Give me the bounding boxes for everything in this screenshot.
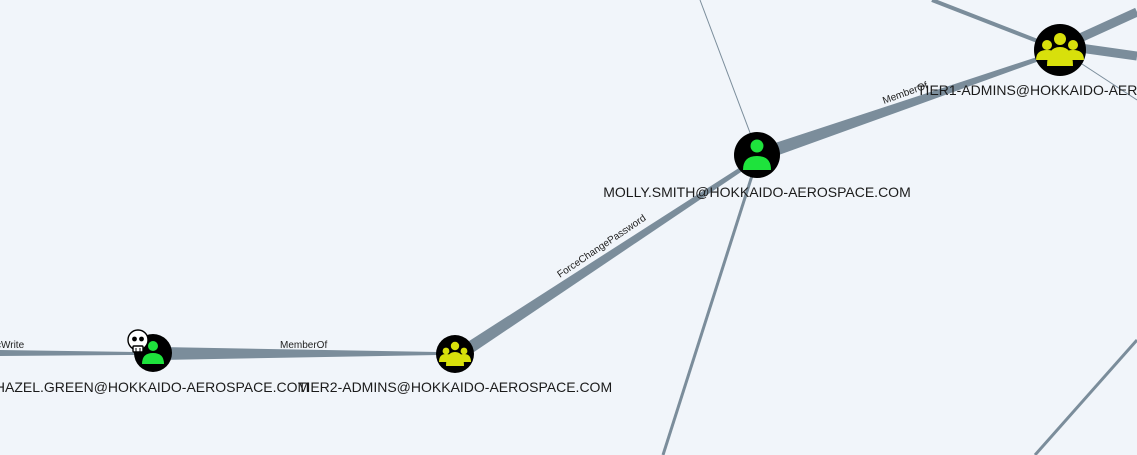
edge-molly-down[interactable] <box>661 159 759 455</box>
edge-label-hazel-to-tier2: MemberOf <box>280 340 327 351</box>
edge-tier1-right-low[interactable] <box>1081 63 1137 101</box>
user-icon <box>743 139 771 170</box>
edge-tier2-to-molly[interactable] <box>466 166 744 352</box>
skull-icon <box>127 329 149 353</box>
group-icon <box>1036 33 1084 66</box>
path-edges <box>0 56 1042 360</box>
node-label-tier1: TIER1-ADMINS@HOKKAIDO-AEROS <box>917 82 1137 98</box>
edge-offscreen-to-hazel[interactable] <box>0 350 135 356</box>
node-hazel[interactable] <box>127 329 172 372</box>
edge-hazel-to-tier2[interactable] <box>160 347 438 360</box>
edge-tier1-right[interactable] <box>1079 43 1137 61</box>
node-tier1[interactable] <box>1034 24 1086 76</box>
node-label-hazel: HAZEL.GREEN@HOKKAIDO-AEROSPACE.COM <box>0 379 309 395</box>
background-edges <box>661 0 1137 455</box>
edge-label-tier2-to-molly: ForceChangePassword <box>556 213 649 281</box>
edge-molly-to-tier1[interactable] <box>772 56 1042 156</box>
node-molly[interactable] <box>734 132 780 178</box>
edge-label-offscreen-to-hazel: cWrite <box>0 340 25 351</box>
edge-tier1-right-top[interactable] <box>1078 7 1137 43</box>
user-icon <box>142 341 164 364</box>
edge-offscreen-top[interactable] <box>699 0 753 139</box>
edge-tier1-top-left[interactable] <box>931 0 1041 44</box>
node-label-tier2: TIER2-ADMINS@HOKKAIDO-AEROSPACE.COM <box>298 379 612 395</box>
node-label-molly: MOLLY.SMITH@HOKKAIDO-AEROSPACE.COM <box>603 184 911 200</box>
node-tier2[interactable] <box>436 335 474 373</box>
group-icon <box>439 341 471 366</box>
edge-right-bottom[interactable] <box>1033 339 1137 455</box>
